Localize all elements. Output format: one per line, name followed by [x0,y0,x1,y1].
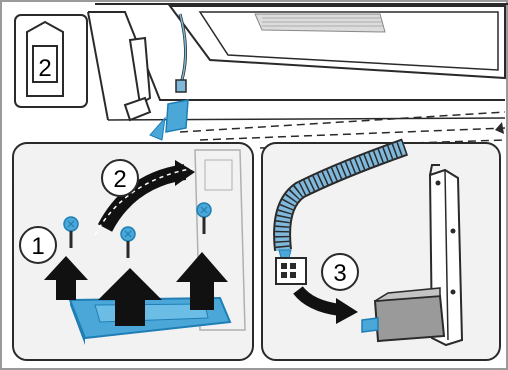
callout-1: 1 [20,227,56,263]
callout-3: 3 [322,254,358,290]
callout-1-label: 1 [31,233,44,260]
callout-2-label: 2 [113,166,126,193]
detail-panel-left: 1 2 [13,143,253,360]
detail-panel-right: 3 [262,143,500,360]
screen-grid [255,14,385,32]
step-badge-number: 2 [38,55,51,82]
callout-2: 2 [102,160,138,196]
blue-part-small [166,100,188,132]
step-badge: 2 [15,15,87,107]
callout-3-label: 3 [333,260,346,287]
